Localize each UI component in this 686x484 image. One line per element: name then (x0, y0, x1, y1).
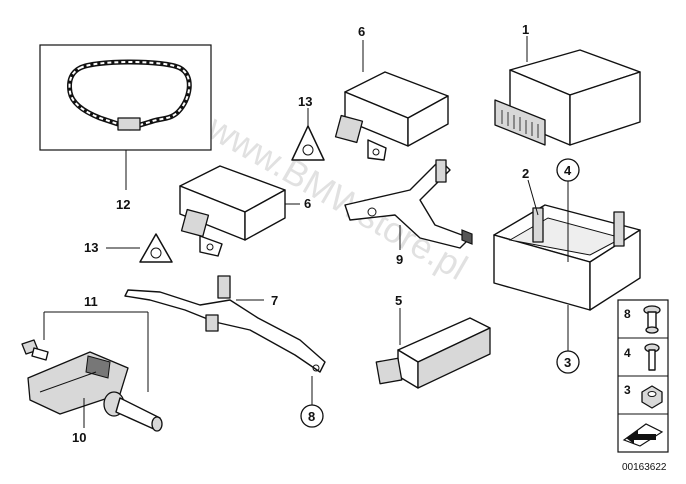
ring-clip (117, 117, 141, 131)
legend-label-4: 4 (624, 346, 631, 360)
callout-13-upper: 13 (298, 94, 312, 109)
part-13-warning-label-upper (291, 108, 325, 161)
part-6-control-unit-lower (179, 165, 300, 257)
part-6-control-unit-upper (334, 40, 449, 161)
part-9-bracket (344, 159, 473, 250)
part-12-tire-sensor-ring (39, 44, 212, 190)
callout-13-lower: 13 (84, 240, 98, 255)
document-number: 00163622 (622, 462, 667, 473)
callout-8-circle (300, 376, 324, 428)
callout-10: 10 (72, 430, 86, 445)
part-2-tray (493, 179, 641, 311)
part-screw (21, 339, 49, 361)
legend-label-8: 8 (624, 307, 631, 321)
callout-1: 1 (522, 22, 529, 37)
callout-6-lower: 6 (304, 196, 311, 211)
callout-6-upper: 6 (358, 24, 365, 39)
callout-4: 4 (564, 163, 572, 178)
small-parts-legend (617, 299, 669, 453)
callout-3: 3 (564, 355, 571, 370)
part-13-warning-label-lower (106, 233, 173, 263)
legend-nut-3 (641, 385, 663, 409)
legend-screw-4 (644, 343, 660, 371)
legend-screw-8 (643, 305, 661, 334)
callout-3-circle (556, 305, 580, 374)
callout-2: 2 (522, 166, 529, 181)
callout-5: 5 (395, 293, 402, 308)
part-valve-stem (103, 391, 163, 432)
callout-7: 7 (271, 293, 278, 308)
legend-label-3: 3 (624, 383, 631, 397)
callout-8: 8 (308, 409, 315, 424)
part-7-bracket (124, 275, 326, 373)
part-5-antenna (375, 308, 491, 389)
callout-12: 12 (116, 197, 130, 212)
part-1-control-module (494, 36, 641, 146)
arrow-icon (622, 423, 664, 447)
callout-4-circle (556, 158, 580, 262)
callout-9: 9 (396, 252, 403, 267)
callout-11: 11 (84, 294, 98, 309)
part-11-sensor-set (43, 311, 149, 392)
tire-ring-tread (68, 61, 191, 130)
